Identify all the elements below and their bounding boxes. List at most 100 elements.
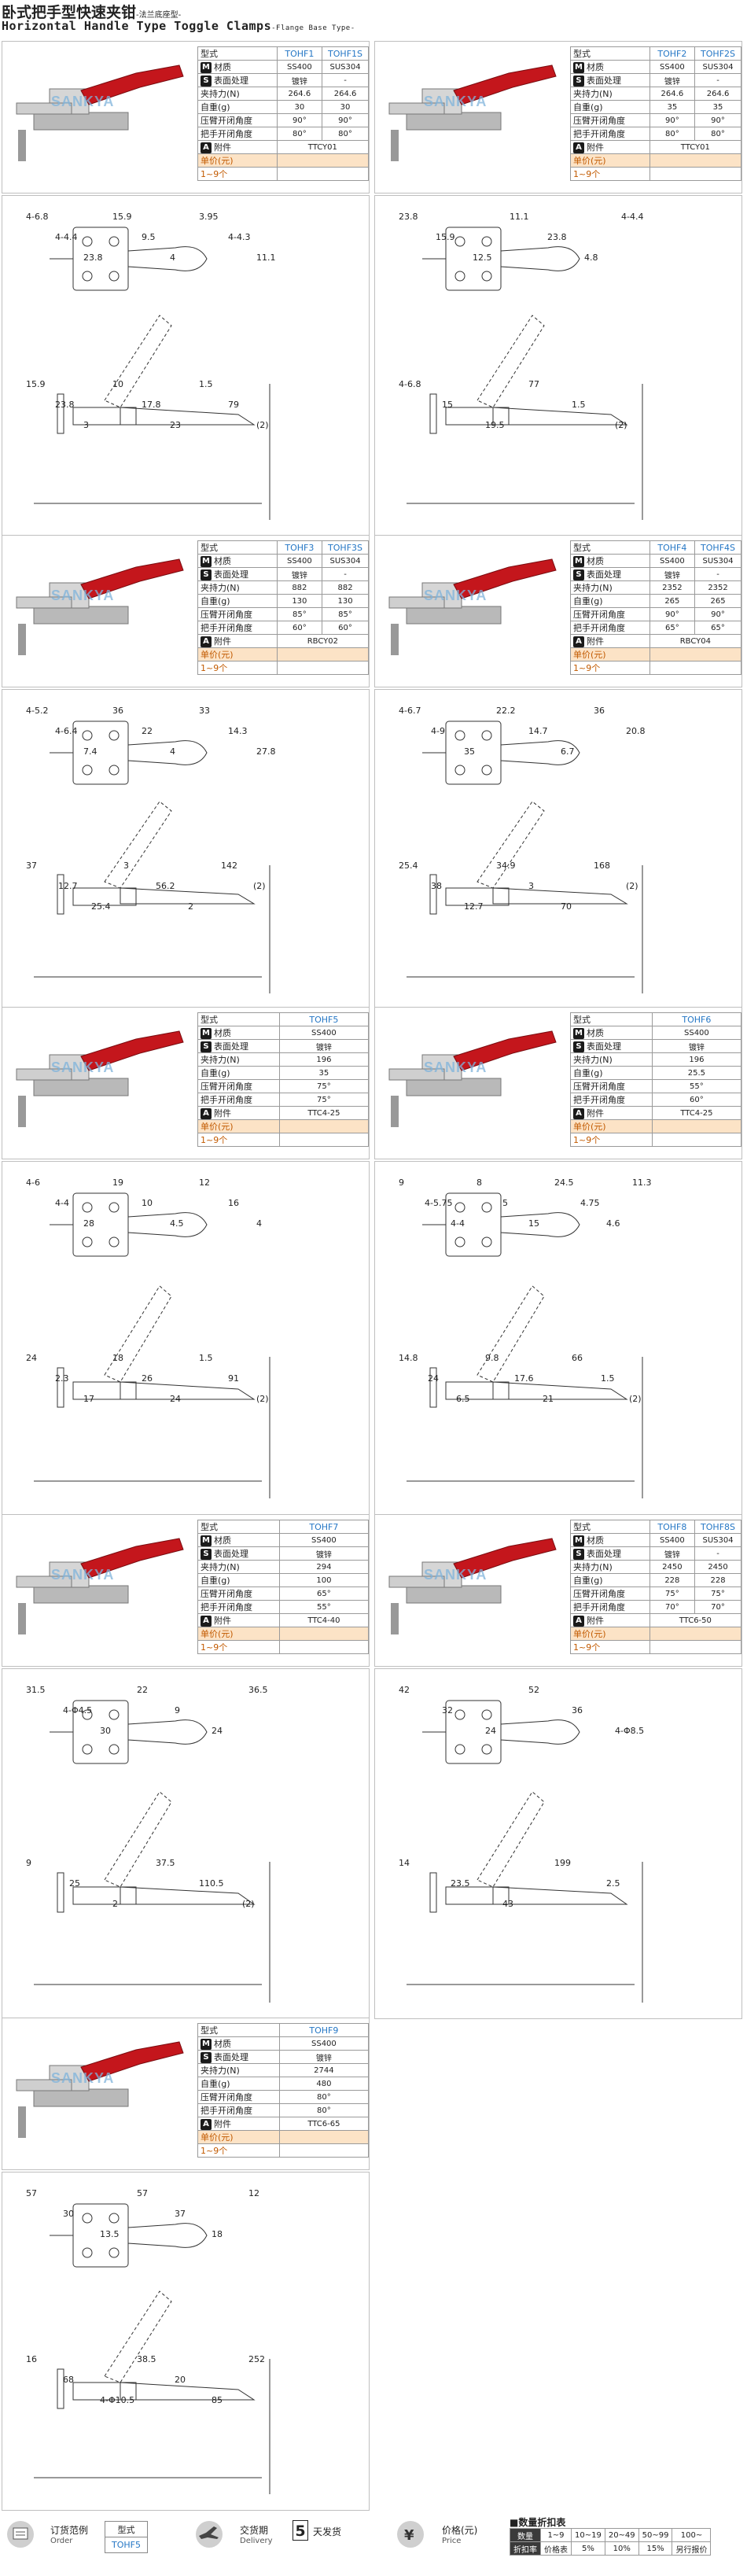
dimension-label: 4 [170,252,175,263]
spec-badge: A [573,1108,584,1119]
dimension-label: 4 [256,1218,262,1229]
dimension-label: 4-6.8 [26,212,48,222]
spec-value: TOHF2 [649,46,696,61]
spec-badge: S [201,569,212,580]
spec-row: 1~9个 [570,1133,741,1147]
dimension-label: 15 [528,1218,539,1229]
dimension-label: 1.5 [601,1373,615,1384]
spec-row: 单价(元) [570,647,741,662]
dimension-label: 17 [83,1394,94,1404]
spec-value: TOHF4S [694,540,741,555]
dimension-label: 36 [572,1705,583,1715]
dimension-label: 13.5 [100,2229,120,2239]
dimension-label: 4.6 [606,1218,620,1229]
delivery-days: 5 [293,2520,308,2541]
spec-row: 单价(元) [197,647,369,662]
spec-value: - [694,73,741,87]
dimension-label: 38 [431,881,442,891]
technical-drawing: 4-6.74-93522.214.76.73620.825.43812.734.… [399,706,646,993]
discount-header-cell: 1~9 [540,2528,572,2542]
spec-row: 单价(元) [197,1627,369,1641]
dimension-label: 35 [464,746,475,757]
dimension-label: 10 [142,1198,153,1208]
spec-value: 85° [276,607,323,621]
spec-row: 夹持力(N)196 [197,1052,369,1067]
dimension-label: 43 [502,1899,513,1909]
dimension-label: 6.7 [561,746,575,757]
dimension-label: 4-Φ10.5 [100,2395,134,2405]
dimension-label: 66 [572,1353,583,1363]
dimension-label: 57 [137,2188,148,2198]
product-photo: SANKYA [388,1538,557,1634]
product-photo: SANKYA [16,558,184,655]
dimension-label: 31.5 [26,1685,46,1695]
spec-value: 镀锌 [278,2050,369,2064]
spec-value: SS400 [651,1026,741,1040]
spec-row: 1~9个 [197,661,369,675]
page-title-en: Horizontal Handle Type Toggle Clamps-Fla… [2,19,355,33]
spec-row: 单价(元) [197,2130,369,2144]
spec-value: TOHF6 [651,1012,741,1026]
dimension-label: 14.3 [228,726,248,736]
spec-value: 65° [649,621,696,635]
spec-value: 228 [694,1573,741,1587]
spec-badge: S [201,2052,212,2063]
dimension-label: (2) [256,1394,269,1404]
brand-watermark: SANKYA [51,1567,114,1583]
spec-value: 2450 [649,1560,696,1574]
order-label: 订货范例 Order [50,2525,89,2545]
spec-row: 1~9个 [570,167,741,181]
spec-value: 65° [694,621,741,635]
dimension-label: (2) [242,1899,255,1909]
spec-value: TTC4-25 [651,1106,741,1120]
dimension-label: 85 [212,2395,223,2405]
spec-row: 单价(元) [570,1119,741,1133]
dimension-label: 199 [554,1858,571,1868]
discount-value-cell: 5% [571,2541,605,2556]
spec-row: 夹持力(N)196 [570,1052,741,1067]
dimension-label: 23.5 [451,1878,470,1889]
dimension-label: 9 [399,1177,404,1188]
dimension-label: 23 [170,420,181,430]
spec-badge: A [573,636,584,647]
dimension-label: 32 [442,1705,453,1715]
dimension-label: 14 [399,1858,410,1868]
spec-value: 264.6 [276,87,323,101]
spec-row: 1~9个 [197,167,369,181]
spec-value: TOHF3 [276,540,323,555]
spec-value: 2352 [694,580,741,595]
spec-value [278,2143,369,2158]
dimension-label: 8 [477,1177,482,1188]
dimension-label: 18 [112,1353,123,1363]
brand-watermark: SANKYA [424,1060,487,1075]
dimension-label: 20.8 [626,726,646,736]
dimension-label: 15 [442,400,453,410]
dimension-label: (2) [626,881,638,891]
spec-badge: A [573,1616,584,1627]
dimension-label: 10 [112,379,123,389]
spec-value [649,167,741,181]
dimension-label: 4-4.4 [55,232,77,242]
dimension-label: 4-Φ8.5 [615,1726,644,1736]
dimension-label: 2.5 [606,1878,620,1889]
spec-value [651,1133,741,1147]
spec-value: TOHF9 [278,2023,369,2037]
